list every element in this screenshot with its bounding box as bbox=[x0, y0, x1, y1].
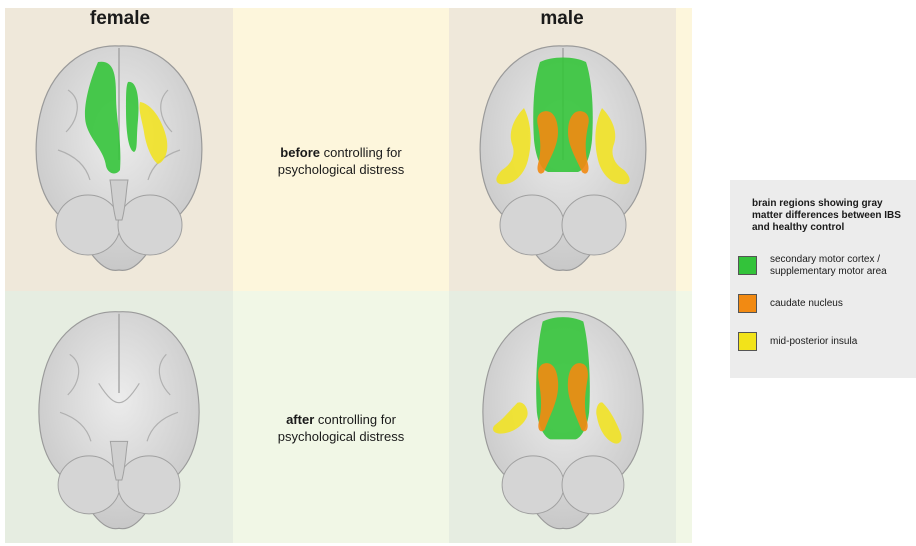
legend-title: brain regions showing gray matter differ… bbox=[752, 198, 914, 234]
legend-item-caudate: caudate nucleus bbox=[738, 294, 916, 324]
legend-swatch-green bbox=[738, 256, 757, 275]
row-label-after-rest: controlling for bbox=[314, 412, 396, 427]
brain-female-after bbox=[28, 306, 210, 538]
brain-male-before bbox=[472, 40, 654, 280]
legend: brain regions showing gray matter differ… bbox=[730, 180, 916, 378]
column-header-female: female bbox=[60, 8, 180, 30]
brain-female-before bbox=[28, 40, 210, 280]
panel-edge-before bbox=[676, 8, 692, 291]
row-label-after: after controlling for psychological dist… bbox=[233, 411, 449, 445]
legend-item-insula: mid-posterior insula bbox=[738, 332, 916, 362]
legend-swatch-yellow bbox=[738, 332, 757, 351]
row-label-before-rest: controlling for bbox=[320, 145, 402, 160]
row-label-after-line2: psychological distress bbox=[278, 429, 404, 444]
legend-label-caudate: caudate nucleus bbox=[770, 298, 916, 310]
legend-swatch-orange bbox=[738, 294, 757, 313]
row-label-before: before controlling for psychological dis… bbox=[233, 144, 449, 178]
legend-label-insula: mid-posterior insula bbox=[770, 336, 916, 348]
column-header-male: male bbox=[502, 8, 622, 30]
legend-item-sma: secondary motor cortex / supplementary m… bbox=[738, 256, 916, 286]
brain-male-after bbox=[472, 306, 654, 538]
row-label-before-line2: psychological distress bbox=[278, 162, 404, 177]
row-label-before-bold: before bbox=[280, 145, 320, 160]
row-label-after-bold: after bbox=[286, 412, 314, 427]
panel-edge-after bbox=[676, 291, 692, 543]
legend-label-sma: secondary motor cortex / supplementary m… bbox=[770, 254, 916, 278]
